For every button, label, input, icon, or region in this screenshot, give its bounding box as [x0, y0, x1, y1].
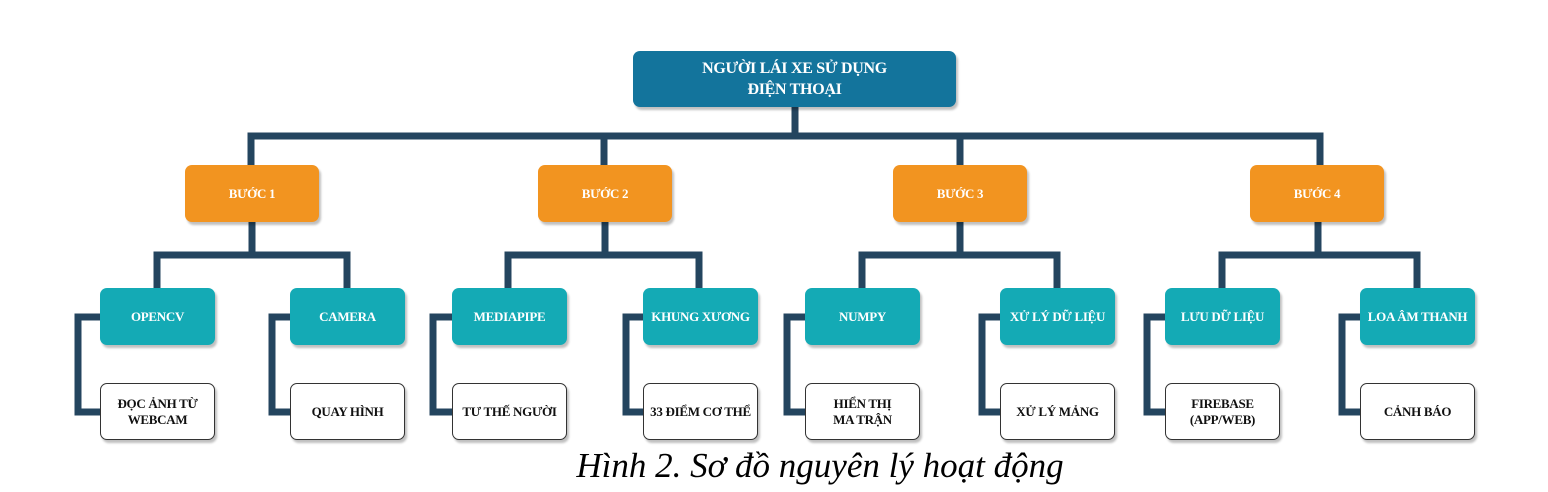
leaf-node-warning: CẢNH BÁO	[1360, 383, 1475, 440]
leaf-label-line2: WEBCAM	[127, 411, 188, 427]
leaf-node-pose: TƯ THẾ NGƯỜI	[452, 383, 567, 440]
tool-node-skeleton: KHUNG XƯƠNG	[643, 288, 758, 345]
leaf-label: 33 ĐIỂM CƠ THỂ	[650, 403, 751, 419]
step-1-node: BƯỚC 1	[185, 165, 319, 222]
step-label: BƯỚC 2	[581, 185, 629, 201]
leaf-node-array-processing: XỬ LÝ MẢNG	[1000, 383, 1115, 440]
tool-label: NUMPY	[839, 308, 886, 324]
tool-label: OPENCV	[130, 308, 185, 324]
step-label: BƯỚC 4	[1293, 185, 1341, 201]
leaf-node-record: QUAY HÌNH	[290, 383, 405, 440]
tool-label: KHUNG XƯƠNG	[651, 308, 750, 324]
leaf-node-firebase: FIREBASE(APP/WEB)	[1165, 383, 1280, 440]
leaf-label-line1: FIREBASE	[1191, 395, 1254, 411]
leaf-label: TƯ THẾ NGƯỜI	[462, 403, 557, 419]
step-label: BƯỚC 1	[228, 185, 276, 201]
root-label-line2: ĐIỆN THOẠI	[747, 81, 842, 98]
tool-node-data-processing: XỬ LÝ DỮ LIỆU	[1000, 288, 1115, 345]
tool-label: LƯU DỮ LIỆU	[1180, 308, 1265, 324]
leaf-label-line1: HIỂN THỊ	[833, 395, 892, 411]
tool-node-opencv: OPENCV	[100, 288, 215, 345]
tool-node-camera: CAMERA	[290, 288, 405, 345]
tool-label: CAMERA	[319, 308, 376, 324]
leaf-node-33-points: 33 ĐIỂM CƠ THỂ	[643, 383, 758, 440]
step-2-node: BƯỚC 2	[538, 165, 672, 222]
root-node: NGƯỜI LÁI XE SỬ DỤNG ĐIỆN THOẠI	[633, 51, 956, 107]
step-3-node: BƯỚC 3	[893, 165, 1027, 222]
tool-node-speaker: LOA ÂM THANH	[1360, 288, 1475, 345]
leaf-label-line2: (APP/WEB)	[1189, 411, 1256, 427]
figure-caption: Hình 2. Sơ đồ nguyên lý hoạt động	[576, 446, 1064, 485]
step-4-node: BƯỚC 4	[1250, 165, 1384, 222]
tool-label: XỬ LÝ DỮ LIỆU	[1009, 308, 1106, 324]
leaf-label-line1: ĐỌC ẢNH TỪ	[117, 395, 198, 411]
tool-node-mediapipe: MEDIAPIPE	[452, 288, 567, 345]
tool-node-data-storage: LƯU DỮ LIỆU	[1165, 288, 1280, 345]
leaf-label-line2: MA TRẬN	[833, 411, 892, 427]
leaf-label: QUAY HÌNH	[311, 403, 384, 419]
tool-label: LOA ÂM THANH	[1367, 308, 1468, 324]
tool-node-numpy: NUMPY	[805, 288, 920, 345]
step-label: BƯỚC 3	[936, 185, 984, 201]
tool-label: MEDIAPIPE	[473, 308, 546, 324]
leaf-label: XỬ LÝ MẢNG	[1016, 403, 1099, 419]
root-label-line1: NGƯỜI LÁI XE SỬ DỤNG	[702, 60, 887, 77]
leaf-label: CẢNH BÁO	[1383, 403, 1452, 419]
